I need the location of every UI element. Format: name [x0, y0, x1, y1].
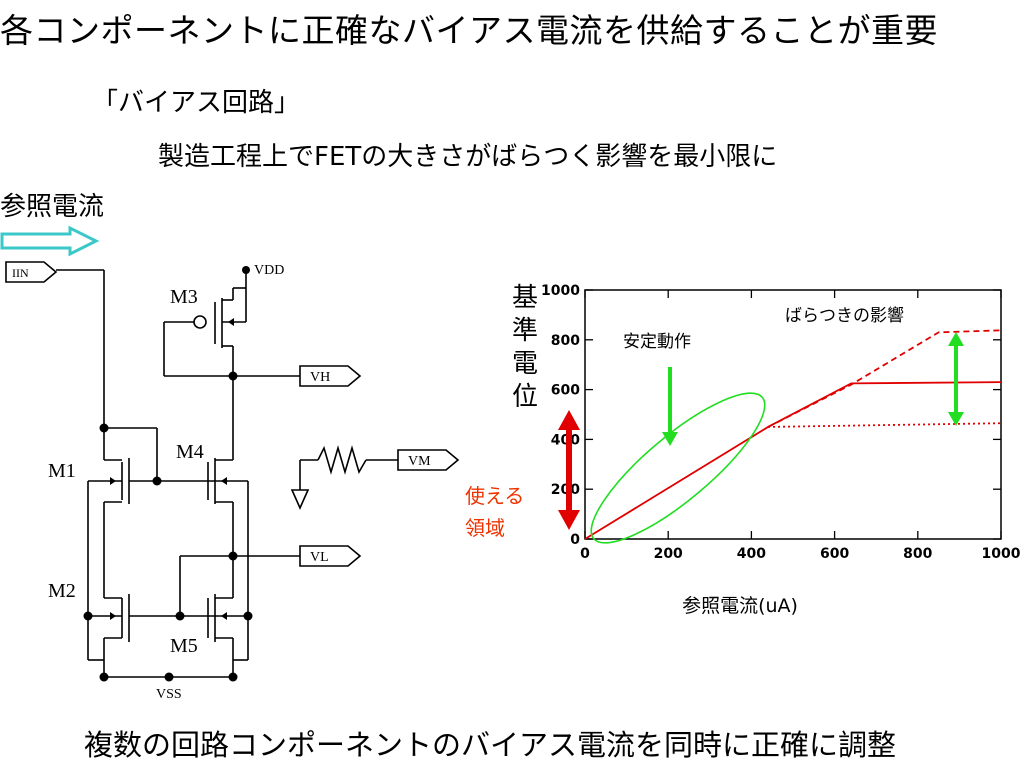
variation-label: ばらつきの影響 — [785, 306, 904, 326]
vdd-label: VDD — [254, 263, 284, 278]
x-tick-label: 800 — [903, 546, 932, 562]
usable-label-line1: 使える — [465, 484, 524, 508]
series-line-dashed — [767, 329, 1002, 428]
vl-label: VL — [310, 550, 329, 565]
plot-frame — [584, 289, 1002, 540]
circuit-junctions — [83, 266, 253, 682]
x-tick-label: 1000 — [982, 546, 1021, 562]
y-tick-label: 800 — [551, 333, 580, 349]
iin-label: IIN — [12, 266, 29, 280]
usable-region-arrow — [558, 410, 580, 530]
reference-current-arrow — [0, 225, 100, 257]
reference-current-label: 参照電流 — [0, 192, 105, 222]
series-line-solid — [584, 381, 1002, 540]
stable-region-ellipse — [590, 392, 766, 544]
y-tick-label: 600 — [551, 383, 580, 399]
slide-subtitle: 「バイアス回路」 — [92, 88, 301, 118]
x-tick-label: 200 — [654, 546, 683, 562]
m4-label: M4 — [176, 441, 204, 463]
y-axis-label-char: 電 — [512, 349, 538, 379]
stable-label: 安定動作 — [623, 332, 691, 352]
series-line-dotted — [768, 422, 1002, 428]
variation-arrow — [948, 332, 964, 426]
slide-title: 各コンポーネントに正確なバイアス電流を供給することが重要 — [0, 11, 938, 50]
m1-label: M1 — [48, 460, 76, 482]
vm-label: VM — [408, 454, 431, 469]
stable-arrow — [662, 367, 678, 446]
x-tick-label: 600 — [820, 546, 849, 562]
y-tick-label: 0 — [570, 532, 580, 548]
x-tick-label: 0 — [580, 546, 590, 562]
y-axis-label-char: 基 — [512, 283, 538, 313]
vss-label: VSS — [156, 687, 182, 702]
y-axis-label-char: 準 — [512, 316, 538, 346]
purpose-text: 製造工程上でFETの大きさがばらつく影響を最小限に — [158, 142, 778, 172]
y-tick-label: 400 — [551, 432, 580, 448]
reference-voltage-chart: 0 200 400 600 800 1000 0 200 400 600 800 1000 安定動作 … — [465, 283, 1021, 617]
vh-label: VH — [310, 370, 330, 385]
y-axis-label-char: 位 — [512, 382, 538, 412]
x-axis-label: 参照電流(uA) — [682, 595, 798, 617]
m3-label: M3 — [170, 286, 198, 308]
y-tick-label: 1000 — [541, 283, 580, 299]
chart-annotations: 安定動作 ばらつきの影響 使える 領域 — [465, 306, 964, 544]
m2-label: M2 — [48, 580, 76, 602]
chart-series — [584, 329, 1002, 540]
usable-label-line2: 領域 — [465, 516, 505, 540]
chart-frame — [584, 289, 1002, 540]
circuit-wires — [5, 261, 460, 678]
bias-circuit-diagram: IIN VDD VH VM VL VSS M1 M2 M3 M4 M5 — [0, 225, 460, 702]
m5-label: M5 — [170, 635, 198, 657]
chart-ticks: 0 200 400 600 800 1000 0 200 400 600 800 1000 — [541, 283, 1021, 562]
x-tick-label: 400 — [737, 546, 766, 562]
bottom-summary: 複数の回路コンポーネントのバイアス電流を同時に正確に調整 — [84, 728, 897, 762]
y-tick-label: 200 — [551, 482, 580, 498]
